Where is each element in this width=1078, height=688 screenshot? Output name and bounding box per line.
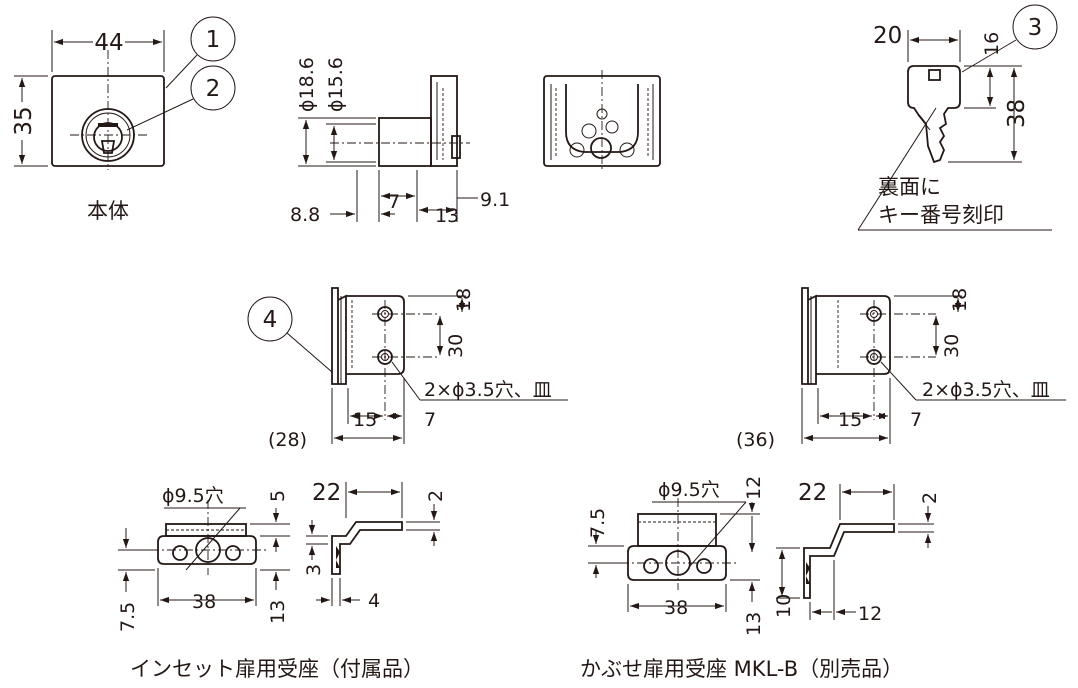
overlay-caption: かぶせ扉用受座 MKL-B（別売品） <box>580 657 903 681</box>
main-body-back-view <box>543 70 661 172</box>
key-drawing: 20 16 38 3 裏面に キー番号刻印 <box>857 4 1058 231</box>
inset-caption: インセット扉用受座（付属品） <box>130 657 424 681</box>
callout-1: 1 <box>206 27 221 53</box>
inset-dim-38: 38 <box>192 591 216 613</box>
inset-strike-front: ϕ9.5穴 5 7.5 38 13 インセット扉用受座（付属品） <box>117 485 424 681</box>
main-body-caption: 本体 <box>87 199 129 223</box>
callout-3: 3 <box>1028 15 1043 41</box>
dim-key-20: 20 <box>873 23 902 49</box>
bracket36-overall: (36) <box>736 429 775 451</box>
bracket36-dim-30: 30 <box>941 334 963 358</box>
inset-dim-22: 22 <box>312 480 341 506</box>
dim-phi-18-6: ϕ18.6 <box>296 57 318 112</box>
bracket28-holes-note: 2×ϕ3.5穴、皿 <box>424 379 552 401</box>
inset-dim-4: 4 <box>368 590 380 612</box>
bracket36-holes-note: 2×ϕ3.5穴、皿 <box>922 379 1050 401</box>
dim-7: 7 <box>388 191 400 213</box>
dim-key-38: 38 <box>1004 99 1030 128</box>
dim-width-44: 44 <box>94 30 123 56</box>
dim-phi-15-6: ϕ15.6 <box>325 57 347 112</box>
bracket-28: 18 30 2×ϕ3.5穴、皿 15 7 (28) 4 <box>247 287 568 451</box>
inset-dim-2: 2 <box>425 490 447 502</box>
bracket28-dim-7: 7 <box>424 409 436 431</box>
overlay-dim-38: 38 <box>664 597 688 619</box>
dim-key-16: 16 <box>981 32 1003 56</box>
bracket28-dim-15: 15 <box>353 409 377 431</box>
inset-dim-5: 5 <box>267 490 289 502</box>
bracket36-dim-7: 7 <box>910 409 922 431</box>
overlay-dim-12: 12 <box>743 476 765 500</box>
overlay-dim-13: 13 <box>743 612 765 636</box>
inset-dim-13: 13 <box>267 600 289 624</box>
callout-2: 2 <box>206 76 221 102</box>
dim-9-1: 9.1 <box>480 189 510 211</box>
key-note-line2: キー番号刻印 <box>878 203 1004 227</box>
bracket36-dim-18: 18 <box>949 288 971 312</box>
overlay-strike-front: ϕ9.5穴 12 7.5 38 13 かぶせ扉用受座 MKL-B（別売品） <box>580 476 903 681</box>
overlay-hole-note: ϕ9.5穴 <box>658 479 720 501</box>
bracket-36: 18 30 2×ϕ3.5穴、皿 15 7 (36) <box>736 287 1066 451</box>
inset-strike-side: 22 2 3 4 <box>303 480 447 612</box>
inset-dim-7-5: 7.5 <box>117 602 139 632</box>
main-body-side-view: ϕ18.6 ϕ15.6 7 8.8 13 9.1 <box>290 57 510 227</box>
dim-height-35: 35 <box>11 106 37 135</box>
overlay-dim-10: 10 <box>773 594 795 618</box>
inset-hole-note: ϕ9.5穴 <box>162 485 224 507</box>
overlay-strike-side: 22 2 10 12 <box>773 480 941 625</box>
bracket36-dim-15: 15 <box>838 409 862 431</box>
main-body-front-view: 44 35 1 2 本体 <box>11 16 236 223</box>
bracket28-dim-30: 30 <box>445 334 467 358</box>
callout-4: 4 <box>263 307 278 333</box>
inset-dim-3: 3 <box>303 564 325 576</box>
dim-8-8: 8.8 <box>290 204 320 226</box>
overlay-dim-22: 22 <box>798 480 827 506</box>
overlay-dim-2: 2 <box>919 492 941 504</box>
bracket28-dim-18: 18 <box>453 288 475 312</box>
key-note-line1: 裏面に <box>878 175 941 199</box>
overlay-dim-12b: 12 <box>858 603 882 625</box>
bracket28-overall: (28) <box>268 429 307 451</box>
dim-13: 13 <box>435 205 459 227</box>
overlay-dim-7-5: 7.5 <box>587 508 609 538</box>
